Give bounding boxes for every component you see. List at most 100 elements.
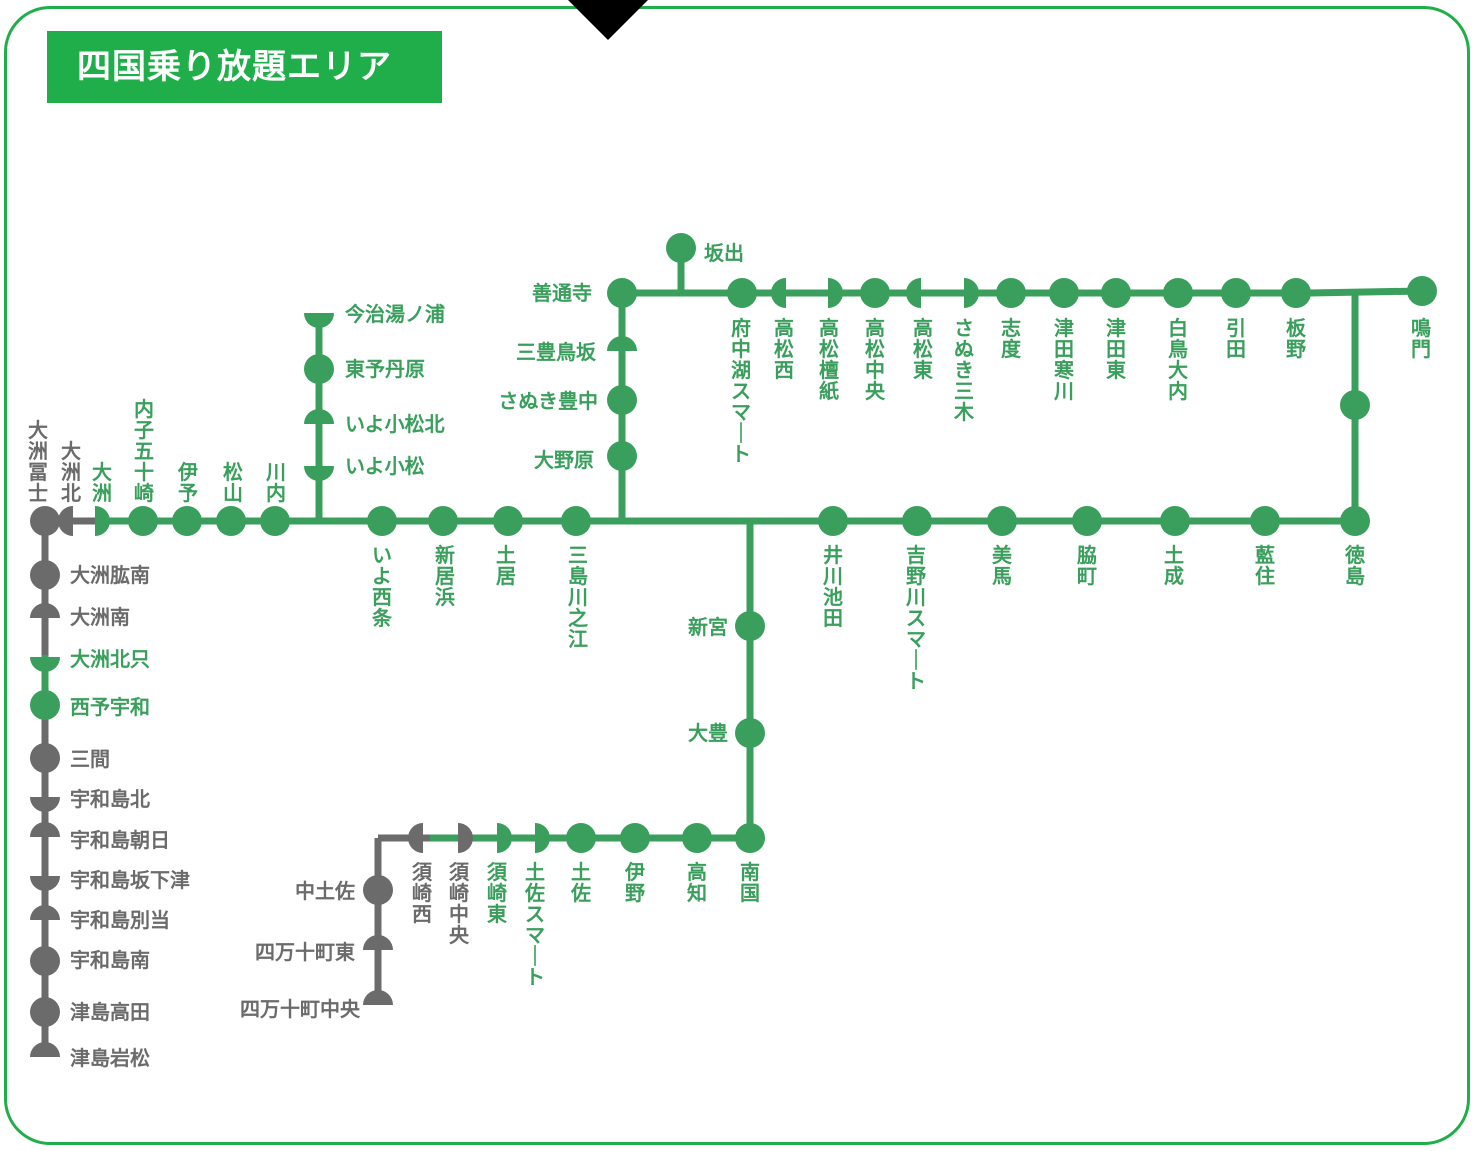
station-label-mima-ehime: 三間 xyxy=(70,747,110,771)
station-label-susaki-higashi: 須崎東 xyxy=(487,860,508,926)
station-label-ikawa: 井川池田 xyxy=(822,543,843,630)
station-label-ootoyo: 大豊 xyxy=(688,721,728,745)
node-tsushima-takada xyxy=(30,997,60,1027)
node-mishima xyxy=(561,506,591,536)
station-label-uwajima-sakashita: 宇和島坂下津 xyxy=(70,868,190,892)
node-oozu-minami xyxy=(30,603,60,618)
station-label-mima: 美馬 xyxy=(992,543,1013,588)
station-label-shirotori: 白鳥大内 xyxy=(1168,316,1188,403)
station-label-seiyo-uwa: 西予宇和 xyxy=(70,695,150,719)
node-uwajima-kita xyxy=(30,797,60,812)
node-tsushima-iwamatsu xyxy=(30,1042,60,1057)
station-label-matsuyama: 松山 xyxy=(223,460,243,505)
station-label-uwajima-betto: 宇和島別当 xyxy=(70,908,170,932)
node-oonohara xyxy=(607,441,637,471)
node-oozu xyxy=(95,506,110,536)
node-doi xyxy=(493,506,523,536)
node-kochi xyxy=(682,823,712,853)
node-shingu xyxy=(735,611,765,641)
node-oozu-kitatada xyxy=(30,657,60,672)
station-label-sakaide: 坂出 xyxy=(704,241,744,265)
station-label-tsushima-takada: 津島高田 xyxy=(70,1000,150,1024)
node-sakaide xyxy=(666,233,696,263)
node-oozu-fuji xyxy=(30,506,60,536)
pointer-triangle xyxy=(568,0,648,40)
node-hiketa xyxy=(1221,278,1251,308)
node-tosa-smart xyxy=(535,823,550,853)
node-mima-ehime xyxy=(30,743,60,773)
station-label-uwajima-kita: 宇和島北 xyxy=(70,787,150,811)
station-label-shimanto-higashi: 四万十町東 xyxy=(255,940,355,964)
node-toyo-tanbara xyxy=(304,354,334,384)
station-label-itano: 板野 xyxy=(1286,316,1307,361)
node-aizumi xyxy=(1250,506,1280,536)
node-takamatsu-higashi xyxy=(906,278,921,308)
node-matsuyama xyxy=(216,506,246,536)
station-label-yoshinogawa: 吉野川スマ｜ト xyxy=(905,543,926,693)
station-label-iyo-komatsu-kita: いよ小松北 xyxy=(345,412,445,436)
station-label-takamatsu-chuo: 高松中央 xyxy=(865,316,886,403)
station-label-uchiko: 内子五十崎 xyxy=(134,397,154,505)
node-uwajima-asahi xyxy=(30,822,60,837)
station-label-shido: 志度 xyxy=(1001,316,1022,361)
node-sanuki-toyonaka xyxy=(607,385,637,415)
station-label-oozu: 大洲 xyxy=(92,460,112,505)
station-label-toyo-tanbara: 東予丹原 xyxy=(345,357,425,381)
node-niihama xyxy=(428,506,458,536)
node-takamatsu-danshi xyxy=(828,278,843,308)
station-label-tsushima-iwamatsu: 津島岩松 xyxy=(70,1046,150,1070)
node-yoshinogawa xyxy=(902,506,932,536)
station-labels: 大洲冨士大洲北大洲内子五十崎伊予松山川内今治湯ノ浦東予丹原いよ小松北いよ小松いよ… xyxy=(28,241,1431,1070)
station-label-sanuki-toyonaka: さぬき豊中 xyxy=(498,389,598,413)
node-shimanto-higashi xyxy=(363,935,393,950)
node-iyo-saijo xyxy=(367,506,397,536)
station-label-takamatsu-nishi: 高松西 xyxy=(774,316,794,382)
node-tokushima xyxy=(1340,506,1370,536)
station-label-zentsuji: 善通寺 xyxy=(532,281,592,305)
station-label-sanuki-miki: さぬき三木 xyxy=(953,316,975,424)
node-sanuki-miki xyxy=(964,278,979,308)
node-wakimachi xyxy=(1072,506,1102,536)
station-label-doi: 土居 xyxy=(496,543,516,588)
node-oozu-kita xyxy=(58,506,73,536)
station-label-wakimachi: 脇町 xyxy=(1077,543,1097,588)
node-susaki-nishi xyxy=(408,823,423,853)
node-ikawa xyxy=(818,506,848,536)
node-takamatsu-chuo xyxy=(860,278,890,308)
station-label-takamatsu-higashi: 高松東 xyxy=(913,316,933,382)
station-label-oozu-kita: 大洲北 xyxy=(61,439,81,505)
node-susaki-chuo xyxy=(458,823,473,853)
station-label-imabari: 今治湯ノ浦 xyxy=(345,302,445,326)
node-seiyo-uwa xyxy=(30,690,60,720)
station-label-ino: 伊野 xyxy=(624,860,645,905)
node-ino xyxy=(620,823,650,853)
station-label-donari: 土成 xyxy=(1164,543,1184,588)
station-label-oozu-minami: 大洲南 xyxy=(70,605,130,629)
node-uchiko xyxy=(128,506,158,536)
station-label-hiketa: 引田 xyxy=(1226,316,1246,361)
node-iyo-komatsu xyxy=(304,466,334,481)
station-label-iyo: 伊予 xyxy=(177,460,198,505)
area-title: 四国乗り放題エリア xyxy=(47,31,442,103)
station-label-tosa-smart: 土佐スマ｜ト xyxy=(524,860,545,989)
node-kawauchi xyxy=(260,506,290,536)
node-uwajima-minami xyxy=(30,946,60,976)
station-label-iyo-komatsu: いよ小松 xyxy=(345,454,425,478)
station-label-shingu: 新宮 xyxy=(688,615,728,639)
station-label-uwajima-asahi: 宇和島朝日 xyxy=(70,828,170,852)
station-label-tosa: 土佐 xyxy=(570,860,591,905)
station-label-aizumi: 藍住 xyxy=(1255,543,1275,588)
node-tsuda-sangawa xyxy=(1049,278,1079,308)
station-label-kochi: 高知 xyxy=(687,860,707,905)
node-imabari xyxy=(304,313,334,328)
station-label-mitoyo: 三豊鳥坂 xyxy=(516,340,597,364)
station-label-naka-tosa: 中土佐 xyxy=(295,879,355,903)
station-label-iyo-saijo: いよ西条 xyxy=(372,543,393,630)
node-oozu-kanan xyxy=(30,560,60,590)
node-fuchu xyxy=(727,278,757,308)
node-nankoku xyxy=(735,823,765,853)
node-zentsuji xyxy=(607,278,637,308)
station-label-oozu-kanan: 大洲肱南 xyxy=(70,563,150,587)
node-tsuda-higashi xyxy=(1101,278,1131,308)
